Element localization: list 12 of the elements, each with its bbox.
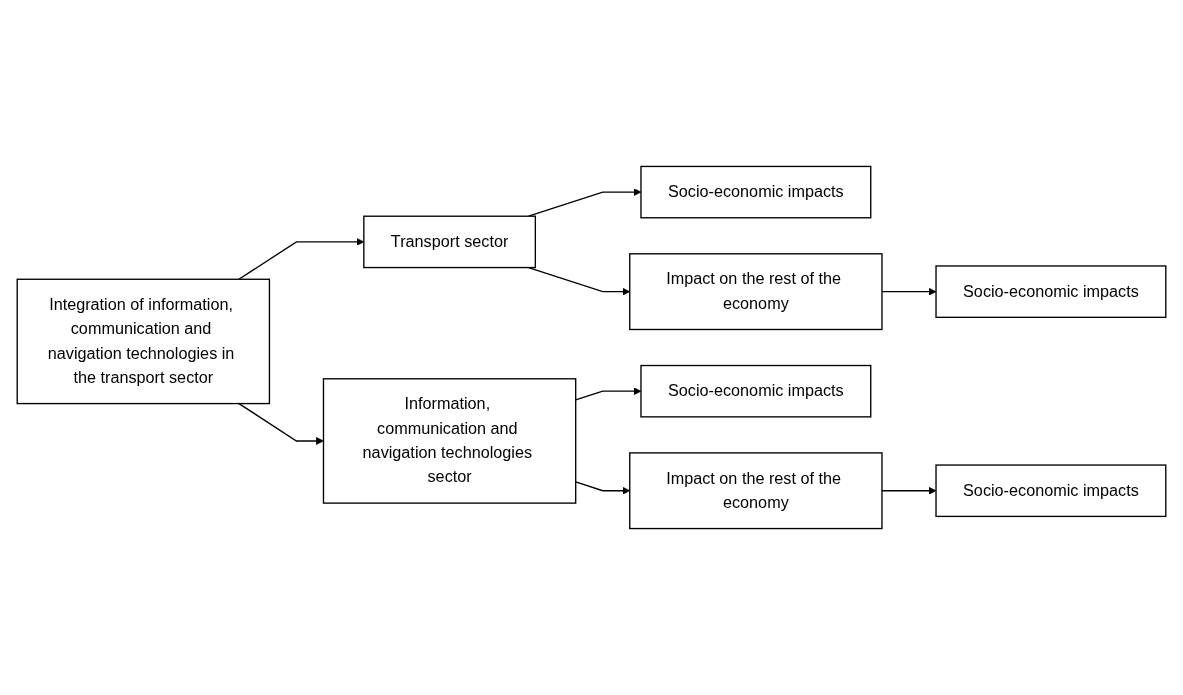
node-box: Integration of information, communication and navigation technologies in the transport sector xyxy=(16,278,271,405)
node-box: Information, communication and navigation technologies sector xyxy=(322,378,577,504)
arrow xyxy=(881,486,937,495)
node-box: Impact on the rest of the economy xyxy=(629,253,883,331)
arrow xyxy=(881,287,937,296)
node-box: Socio-economic impacts xyxy=(935,265,1167,318)
node-box: Impact on the rest of the economy xyxy=(629,452,883,530)
node-box: Transport sector xyxy=(363,215,536,269)
node-box: Socio-economic impacts xyxy=(640,165,872,219)
node-box: Socio-economic impacts xyxy=(640,364,872,418)
arrow xyxy=(238,402,324,445)
node-box: Socio-economic impacts xyxy=(935,464,1167,518)
